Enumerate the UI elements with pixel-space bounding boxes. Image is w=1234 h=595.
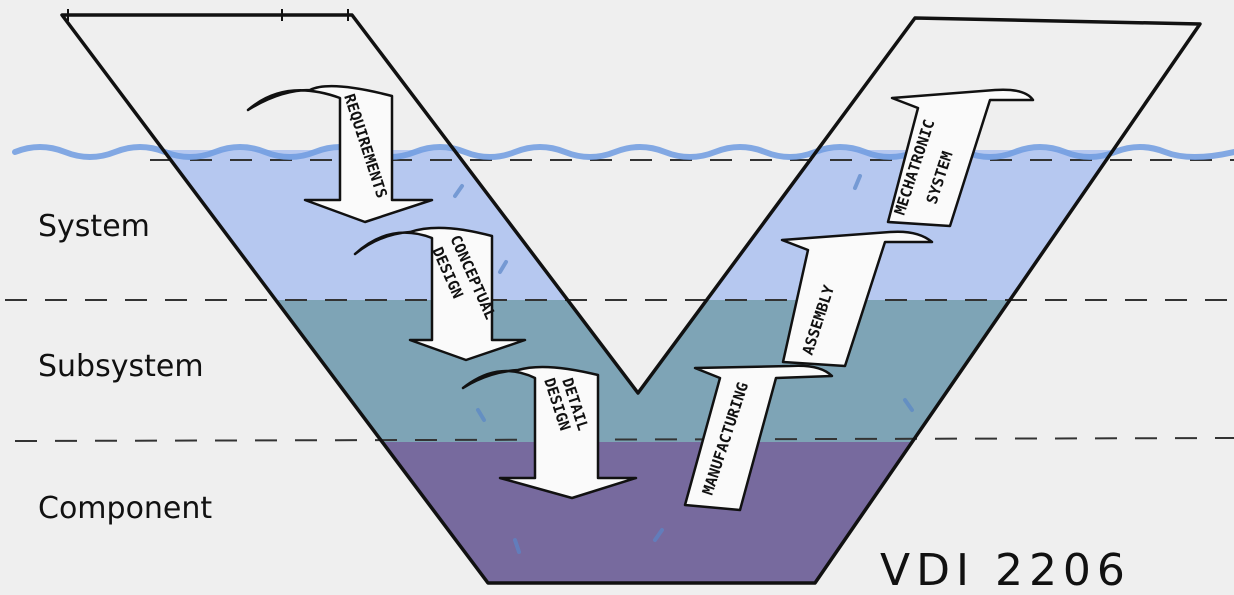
level-label-system: System [38, 209, 150, 244]
level-label-subsystem: Subsystem [38, 349, 204, 384]
standard-title: VDI 2206 [880, 545, 1131, 595]
level-label-component: Component [38, 491, 212, 526]
system-band [0, 150, 1234, 300]
